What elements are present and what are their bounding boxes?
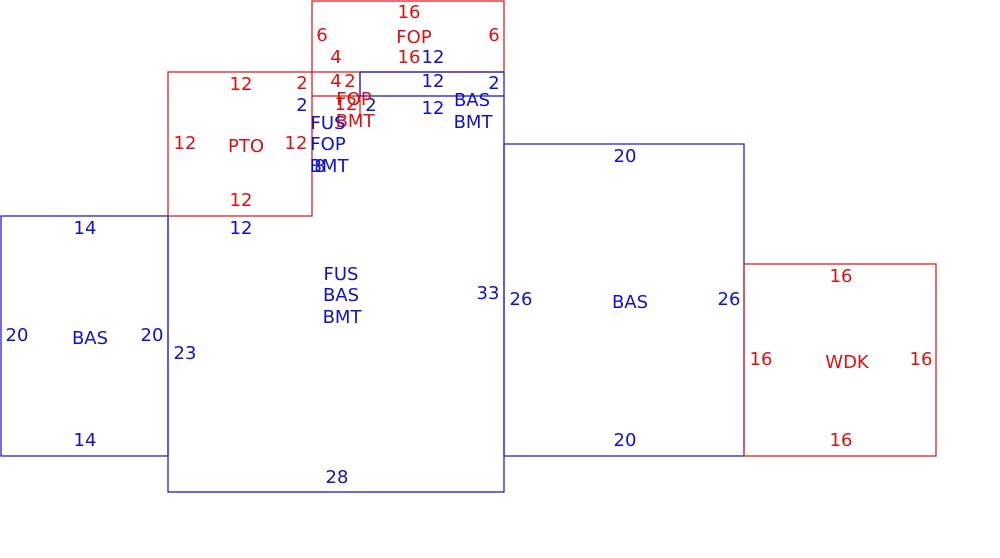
bas-left-code: BAS xyxy=(72,328,108,349)
notch-dim-c: 12 xyxy=(335,94,358,115)
bas-right-bottom-dim: 20 xyxy=(614,430,637,451)
fop-top-left-dim: 6 xyxy=(316,25,327,46)
bas-right-left-dim: 26 xyxy=(510,289,533,310)
pto-labels: 12 12 12 12 2 PTO xyxy=(174,73,308,211)
bas-left-bottom-dim: 14 xyxy=(74,430,97,451)
bas-right-top-dim: 20 xyxy=(614,146,637,167)
wdk-right-dim: 16 xyxy=(910,349,933,370)
center-main-outline xyxy=(167,95,505,493)
notch-dim-b: 2 xyxy=(344,71,355,92)
pto-outline xyxy=(167,71,313,217)
strip-code-2: BMT xyxy=(454,112,494,133)
strip-top-dim: 12 xyxy=(422,47,445,68)
pto-top-dim: 12 xyxy=(230,74,253,95)
pto-corner-dim: 2 xyxy=(296,73,307,94)
center-main-labels: 12 23 33 28 FUS BAS BMT xyxy=(174,218,500,488)
fop-top-code: FOP xyxy=(396,27,432,48)
bas-right-labels: 20 20 26 26 BAS xyxy=(510,146,741,451)
fus-fop-bmt-code-1: FUS xyxy=(311,113,346,134)
bas-left-labels: 14 14 20 20 BAS xyxy=(6,218,164,451)
pto-bottom-dim: 12 xyxy=(230,190,253,211)
fop-top-labels: 16 6 6 FOP 4 16 xyxy=(316,2,499,68)
center-code-3: BMT xyxy=(323,307,363,328)
center-bottom-dim: 28 xyxy=(326,467,349,488)
notch-labels: 4 2 12 2 FOP BMT xyxy=(330,71,376,132)
pto-right-dim: 12 xyxy=(285,133,308,154)
bas-left-left-dim: 20 xyxy=(6,325,29,346)
bas-bmt-strip-labels: 12 12 2 12 BAS BMT xyxy=(422,47,500,133)
pto-code: PTO xyxy=(228,136,264,157)
bas-left-right-dim: 20 xyxy=(141,325,164,346)
fus-fop-bmt-labels: 2 FUS FOP 8 BMT xyxy=(296,95,349,177)
fop-top-right-dim: 6 xyxy=(488,25,499,46)
fus-fop-bmt-left-dim: 2 xyxy=(296,95,307,116)
fus-fop-bmt-code-3: BMT xyxy=(310,156,350,177)
strip-right-dim: 2 xyxy=(488,73,499,94)
fus-fop-bmt-code-2: FOP xyxy=(310,134,346,155)
fop-top-bottom-dim: 16 xyxy=(398,47,421,68)
fop-top-inner-left-dim: 4 xyxy=(330,47,341,68)
fop-small-code: FOP xyxy=(336,89,372,110)
fop-top-top-dim: 16 xyxy=(398,2,421,23)
wdk-top-dim: 16 xyxy=(830,266,853,287)
strip-code-1: BAS xyxy=(454,90,490,111)
notch-dim-a: 4 xyxy=(330,71,341,92)
outlines xyxy=(0,0,937,493)
wdk-labels: 16 16 16 16 WDK xyxy=(750,266,933,451)
bmt-small-code: BMT xyxy=(336,111,376,132)
wdk-code: WDK xyxy=(825,352,870,373)
notch-dim-d: 2 xyxy=(365,95,376,116)
center-left-dim: 23 xyxy=(174,343,197,364)
strip-mid-dim: 12 xyxy=(422,71,445,92)
wdk-left-dim: 16 xyxy=(750,349,773,370)
pto-left-dim: 12 xyxy=(174,133,197,154)
wdk-outline xyxy=(743,263,937,457)
strip-lower-dim: 12 xyxy=(422,98,445,119)
center-right-dim: 33 xyxy=(477,283,500,304)
center-code-2: BAS xyxy=(323,285,359,306)
center-top-dim: 12 xyxy=(230,218,253,239)
bas-right-code: BAS xyxy=(612,292,648,313)
fus-fop-bmt-inner-dim: 8 xyxy=(314,156,325,177)
bas-right-right-dim: 26 xyxy=(718,289,741,310)
bas-left-top-dim: 14 xyxy=(74,218,97,239)
center-code-1: FUS xyxy=(324,264,359,285)
wdk-bottom-dim: 16 xyxy=(830,430,853,451)
